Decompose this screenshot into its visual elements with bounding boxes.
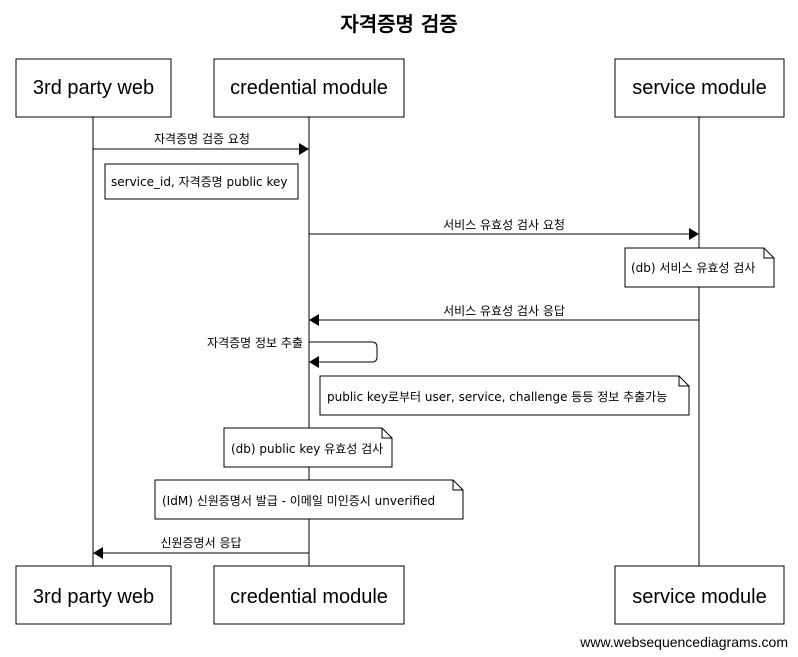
note-text: public key로부터 user, service, challenge 등… (327, 390, 667, 404)
message-label: 신원증명서 응답 (160, 536, 241, 550)
note-text: (db) 서비스 유효성 검사 (631, 261, 755, 275)
note: (IdM) 신원증명서 발급 - 이메일 미인증시 unverified (154, 479, 464, 520)
actor-web-label: 3rd party web (33, 77, 154, 99)
actor-credential-top: credential module (213, 58, 405, 118)
self-message-arrow (309, 341, 378, 368)
note: public key로부터 user, service, challenge 등… (319, 375, 690, 416)
actor-web-bottom: 3rd party web (15, 565, 172, 625)
note-text: (IdM) 신원증명서 발급 - 이메일 미인증시 unverified (162, 494, 435, 508)
actor-service-bottom: service module (614, 565, 785, 625)
note-text: (db) public key 유효성 검사 (231, 442, 383, 456)
actor-service-top: service module (614, 58, 785, 118)
message-label: 서비스 유효성 검사 요청 (443, 218, 565, 232)
note: service_id, 자격증명 public key (104, 163, 299, 200)
diagram-title: 자격증명 검증 (340, 12, 457, 36)
footer-watermark: www.websequencediagrams.com (579, 634, 788, 650)
message-label: 서비스 유효성 검사 응답 (443, 304, 565, 318)
actor-credential-label: credential module (230, 586, 388, 608)
message-label: 자격증명 검증 요청 (154, 132, 250, 146)
note: (db) 서비스 유효성 검사 (624, 247, 775, 288)
actor-credential-label: credential module (230, 77, 388, 99)
actor-web-label: 3rd party web (33, 586, 154, 608)
note: (db) public key 유효성 검사 (223, 427, 393, 468)
note-text: service_id, 자격증명 public key (111, 175, 287, 189)
actor-web-top: 3rd party web (15, 58, 172, 118)
message-label: 자격증명 정보 추출 (207, 336, 303, 350)
actor-service-label: service module (632, 77, 767, 99)
actor-credential-bottom: credential module (213, 565, 405, 625)
actor-service-label: service module (632, 586, 767, 608)
